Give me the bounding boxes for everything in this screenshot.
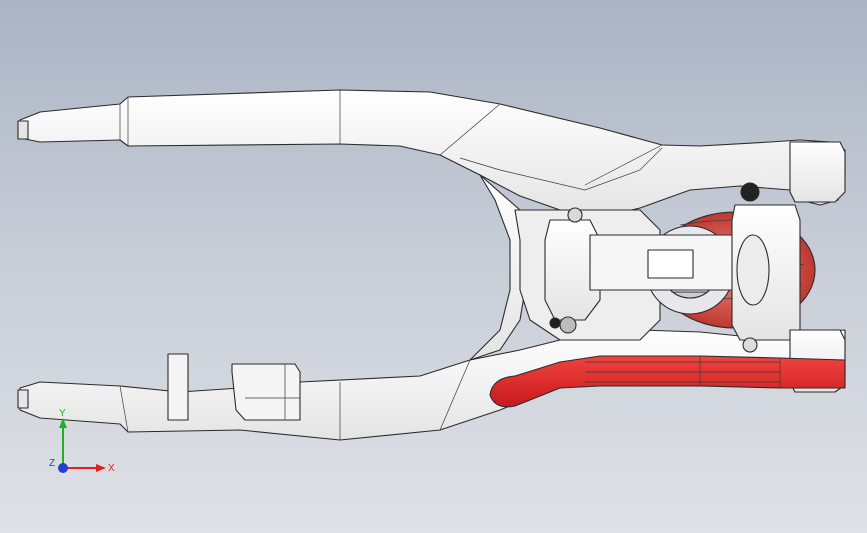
bolt-top xyxy=(567,207,583,223)
bolt-bottom-nut xyxy=(549,317,561,329)
bolt-link-bottom xyxy=(742,337,758,353)
x-axis-label: X xyxy=(108,463,115,474)
y-axis-label: Y xyxy=(59,408,66,419)
linkage-left xyxy=(544,219,601,321)
pivot-block-upper xyxy=(789,141,846,203)
bolt-bottom xyxy=(559,316,577,334)
bolt-link-top xyxy=(740,182,760,202)
tab-bracket xyxy=(231,363,301,421)
x-axis-head xyxy=(96,464,106,472)
upper-arm xyxy=(19,89,846,219)
chain-guide xyxy=(489,355,846,408)
y-axis-head xyxy=(59,418,67,428)
z-axis-dot xyxy=(58,463,68,473)
tab-brake-stay xyxy=(167,353,189,421)
orientation-triad: Y X Z xyxy=(49,408,115,474)
linkage-clevis xyxy=(647,249,694,279)
lower-arm-end-cap xyxy=(17,389,29,409)
z-axis-label: Z xyxy=(49,458,55,469)
upper-arm-end-cap xyxy=(17,120,29,140)
